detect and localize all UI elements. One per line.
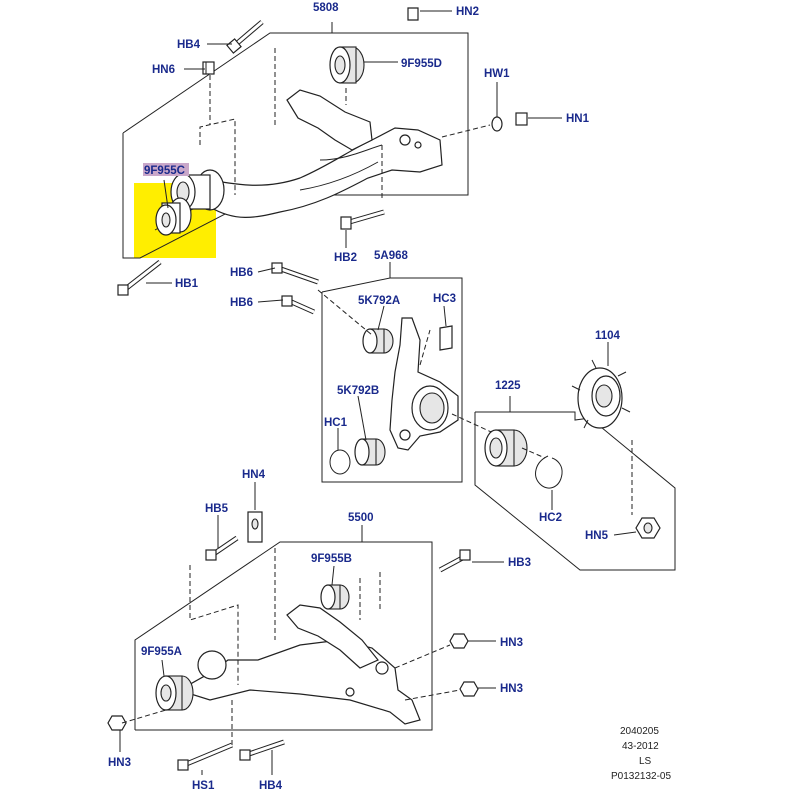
hub-bearing-frame: [474, 411, 676, 571]
label-9f955a: 9F955A: [141, 646, 182, 658]
lower-arm-front-mount: [286, 604, 379, 669]
knuckle-frame: [321, 277, 463, 483]
bush-5k792b: [354, 438, 386, 466]
label-hn3-right: HN3: [500, 683, 523, 695]
label-hb3: HB3: [508, 557, 531, 569]
nut-hn1: [515, 112, 528, 126]
leader-lines: [119, 10, 637, 775]
footer-line-1: 2040205: [620, 726, 659, 737]
bush-5k792a: [362, 328, 394, 354]
label-hb2: HB2: [334, 252, 357, 264]
label-1104: 1104: [595, 330, 621, 342]
circlip-hc2: [535, 455, 563, 489]
nut-hn6: [202, 61, 215, 75]
label-5k792b: 5K792B: [337, 385, 379, 397]
label-hc3: HC3: [433, 293, 456, 305]
label-hn4: HN4: [242, 469, 266, 481]
label-hn6: HN6: [152, 64, 175, 76]
label-hc1: HC1: [324, 417, 348, 429]
upper-arm-frame: [122, 28, 469, 259]
label-hb5: HB5: [205, 503, 229, 515]
footer-line-2: 43-2012: [622, 741, 659, 752]
lower-arm-group: [107, 511, 479, 771]
bolt-hb5: [205, 535, 239, 561]
nut-hn3-mid: [449, 633, 469, 649]
label-hc2: HC2: [539, 512, 562, 524]
label-hn3-mid: HN3: [500, 637, 523, 649]
bolt-hb3: [438, 549, 471, 573]
label-hb6-b: HB6: [230, 297, 253, 309]
label-9f955d: 9F955D: [401, 58, 442, 70]
label-hs1: HS1: [192, 780, 215, 792]
hub-1104: [571, 359, 631, 429]
label-hb4-bottom: HB4: [259, 780, 283, 792]
bearing-1225: [484, 429, 528, 467]
bolt-hb1: [117, 260, 162, 296]
label-hn3-left: HN3: [108, 757, 131, 769]
clip-hc3: [439, 325, 453, 351]
bush-9f955a: [155, 675, 194, 711]
bolt-hs1: [177, 742, 233, 771]
label-5808: 5808: [313, 2, 339, 14]
upper-arm-group: [117, 7, 528, 296]
label-hb6-a: HB6: [230, 267, 253, 279]
label-1225: 1225: [495, 380, 521, 392]
bolt-hb4-top: [226, 20, 264, 54]
hub-bearing-group: [474, 359, 676, 571]
footer-line-3: LS: [639, 756, 652, 767]
clip-hn2: [407, 7, 419, 21]
label-9f955b: 9F955B: [311, 553, 352, 565]
label-hw1: HW1: [484, 68, 510, 80]
bush-9f955d: [329, 46, 365, 84]
washer-hw1: [491, 116, 503, 132]
nut-hn5: [635, 517, 661, 539]
label-5500: 5500: [348, 512, 374, 524]
label-highlight-9f955c: [143, 163, 189, 176]
label-hb4-top: HB4: [177, 39, 201, 51]
lower-arm-frame: [134, 541, 433, 731]
bush-9f955b: [320, 584, 350, 610]
nut-hn3-left: [107, 715, 127, 731]
footer-line-4: P0132132-05: [611, 771, 671, 782]
bush-9f955c-separate: [155, 197, 192, 236]
label-hn1: HN1: [566, 113, 590, 125]
label-5k792a: 5K792A: [358, 295, 400, 307]
upper-control-arm: [199, 127, 443, 218]
label-hn5: HN5: [585, 530, 609, 542]
circlip-hc1: [329, 449, 351, 475]
bolt-hb2: [340, 209, 385, 230]
label-9f955c: 9F955C: [144, 165, 185, 177]
label-hn2: HN2: [456, 6, 479, 18]
label-5a968: 5A968: [374, 250, 408, 262]
upper-arm-front-mount: [286, 89, 373, 151]
knuckle-group: [271, 262, 501, 483]
bracket-hn4: [247, 511, 263, 543]
bolt-hb6-a: [271, 262, 319, 285]
bolt-hb6-b: [281, 295, 316, 315]
nut-hn3-right: [459, 681, 479, 697]
label-hb1: HB1: [175, 278, 199, 290]
bolt-hb4-bottom: [239, 739, 285, 761]
